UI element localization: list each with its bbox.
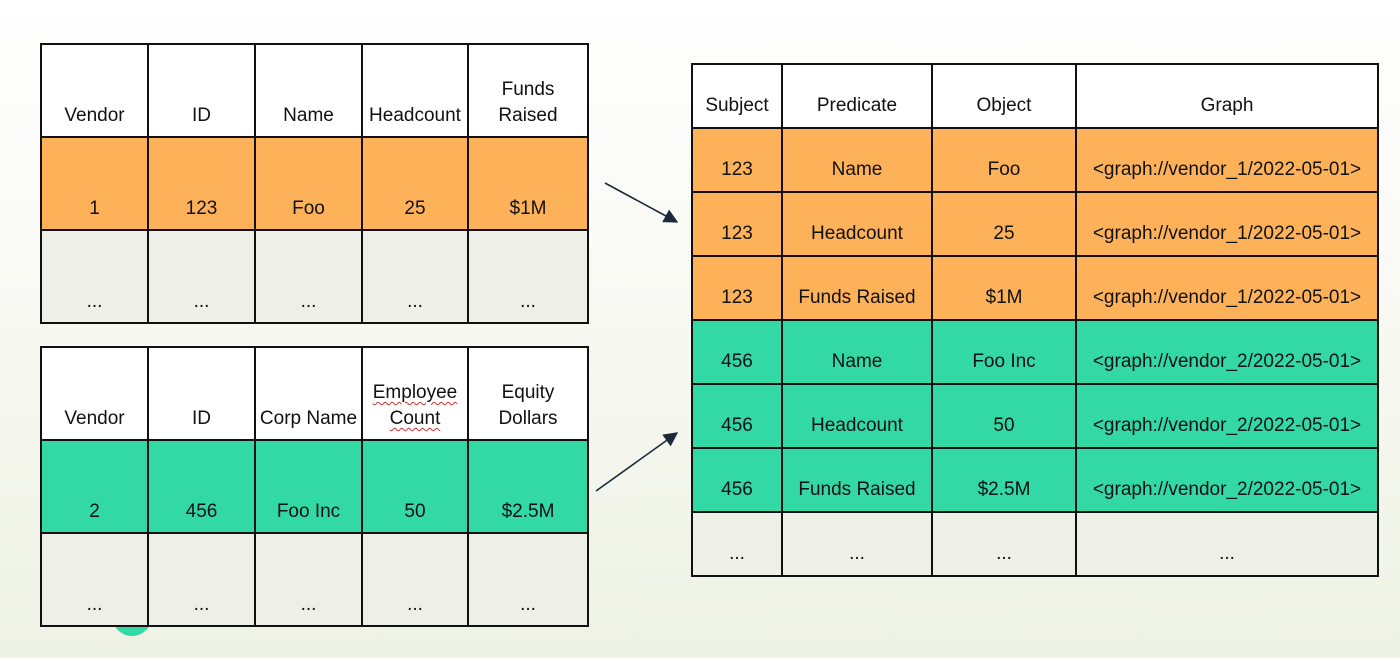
header-cell: Name <box>254 43 363 138</box>
table-header-row: Subject Predicate Object Graph <box>691 63 1379 129</box>
table-cell: Name <box>781 127 933 193</box>
table-cell: Headcount <box>781 383 933 449</box>
table-cell: Headcount <box>781 191 933 257</box>
table-cell: <graph://vendor_2/2022-05-01> <box>1075 319 1379 385</box>
table-cell: ... <box>254 532 363 627</box>
table-cell: $2.5M <box>931 447 1077 513</box>
triples-table: Subject Predicate Object Graph 123 Name … <box>691 63 1379 577</box>
table-cell: $2.5M <box>467 439 589 534</box>
table-cell: 123 <box>147 136 256 231</box>
table-cell: ... <box>361 532 469 627</box>
table-cell: ... <box>931 511 1077 577</box>
vendor1-table: Vendor ID Name Headcount Funds Raised 1 … <box>40 43 589 324</box>
table-cell: ... <box>691 511 783 577</box>
table-cell: 123 <box>691 191 783 257</box>
table-cell: ... <box>147 532 256 627</box>
header-cell: Vendor <box>40 43 149 138</box>
table-cell: 456 <box>691 447 783 513</box>
table-cell: 50 <box>361 439 469 534</box>
table-cell: Funds Raised <box>781 255 933 321</box>
table-row: 1 123 Foo 25 $1M <box>40 136 589 231</box>
table-cell: ... <box>781 511 933 577</box>
table-cell: ... <box>361 229 469 324</box>
table-row: 456 Name Foo Inc <graph://vendor_2/2022-… <box>691 319 1379 385</box>
header-label: Employee Count <box>372 382 458 429</box>
table-cell: Name <box>781 319 933 385</box>
table-cell: <graph://vendor_1/2022-05-01> <box>1075 191 1379 257</box>
table-cell: ... <box>467 229 589 324</box>
table-row: 123 Funds Raised $1M <graph://vendor_1/2… <box>691 255 1379 321</box>
vendor2-table: Vendor ID Corp Name Employee Count Equit… <box>40 346 589 627</box>
header-cell: Graph <box>1075 63 1379 129</box>
table-row-ellipsis: ... ... ... ... <box>691 511 1379 577</box>
table-cell: Funds Raised <box>781 447 933 513</box>
table-cell: $1M <box>467 136 589 231</box>
arrow-vendor1-to-triples <box>604 182 679 223</box>
table-row-ellipsis: ... ... ... ... ... <box>40 229 589 324</box>
table-row: 123 Name Foo <graph://vendor_1/2022-05-0… <box>691 127 1379 193</box>
table-cell: $1M <box>931 255 1077 321</box>
table-cell: Foo <box>931 127 1077 193</box>
table-cell: ... <box>40 532 149 627</box>
header-cell: ID <box>147 346 256 441</box>
table-cell: 2 <box>40 439 149 534</box>
table-cell: Foo <box>254 136 363 231</box>
header-cell: ID <box>147 43 256 138</box>
table-cell: 25 <box>931 191 1077 257</box>
table-header-row: Vendor ID Name Headcount Funds Raised <box>40 43 589 138</box>
header-cell: Predicate <box>781 63 933 129</box>
table-cell: Foo Inc <box>254 439 363 534</box>
table-cell: 456 <box>691 383 783 449</box>
table-cell: 123 <box>691 127 783 193</box>
table-cell: ... <box>40 229 149 324</box>
table-cell: 456 <box>147 439 256 534</box>
table-cell: ... <box>147 229 256 324</box>
table-cell: 50 <box>931 383 1077 449</box>
table-cell: Foo Inc <box>931 319 1077 385</box>
header-cell: Employee Count <box>361 346 469 441</box>
table-cell: <graph://vendor_2/2022-05-01> <box>1075 383 1379 449</box>
table-row: 123 Headcount 25 <graph://vendor_1/2022-… <box>691 191 1379 257</box>
table-cell: <graph://vendor_2/2022-05-01> <box>1075 447 1379 513</box>
table-row: 456 Headcount 50 <graph://vendor_2/2022-… <box>691 383 1379 449</box>
table-cell: <graph://vendor_1/2022-05-01> <box>1075 127 1379 193</box>
header-cell: Headcount <box>361 43 469 138</box>
header-cell: Object <box>931 63 1077 129</box>
table-cell: ... <box>254 229 363 324</box>
arrow-vendor2-to-triples <box>595 432 679 492</box>
header-cell: Equity Dollars <box>467 346 589 441</box>
header-cell: Vendor <box>40 346 149 441</box>
header-cell: Subject <box>691 63 783 129</box>
table-cell: 1 <box>40 136 149 231</box>
table-header-row: Vendor ID Corp Name Employee Count Equit… <box>40 346 589 441</box>
table-row: 456 Funds Raised $2.5M <graph://vendor_2… <box>691 447 1379 513</box>
table-cell: ... <box>467 532 589 627</box>
table-cell: <graph://vendor_1/2022-05-01> <box>1075 255 1379 321</box>
table-cell: 123 <box>691 255 783 321</box>
table-row: 2 456 Foo Inc 50 $2.5M <box>40 439 589 534</box>
table-cell: 25 <box>361 136 469 231</box>
header-cell: Funds Raised <box>467 43 589 138</box>
table-cell: 456 <box>691 319 783 385</box>
table-cell: ... <box>1075 511 1379 577</box>
header-cell: Corp Name <box>254 346 363 441</box>
table-row-ellipsis: ... ... ... ... ... <box>40 532 589 627</box>
